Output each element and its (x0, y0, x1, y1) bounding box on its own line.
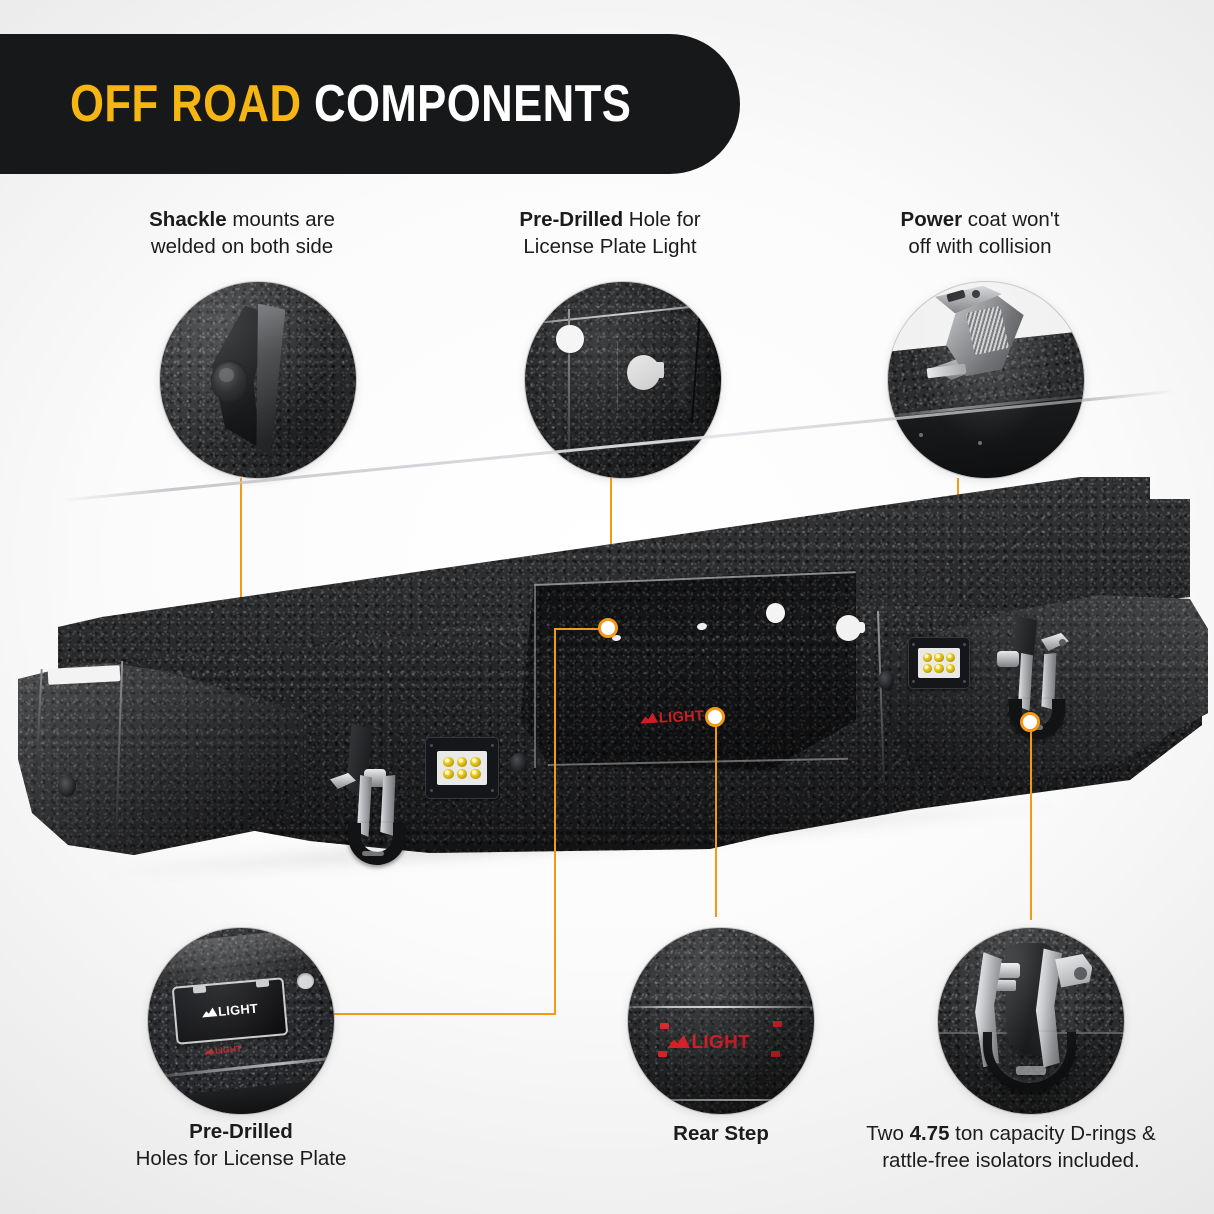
caption-power-coat: Power coat won't off with collision (830, 206, 1130, 260)
caption-shackle-mounts: Shackle mounts are welded on both side (92, 206, 392, 260)
callout-image-license-plate-holes: LIGHT LIGHT (148, 928, 334, 1114)
title-rest: COMPONENTS (314, 75, 632, 133)
connector-line-plate-holes-h (330, 1013, 556, 1015)
header-banner: OFF ROAD COMPONENTS (0, 34, 740, 174)
led-light-pod-left (425, 737, 499, 799)
led-light-pod-right (908, 637, 970, 689)
page-title: OFF ROAD COMPONENTS (70, 78, 631, 130)
caption-plate-holes-bold: Pre-Drilled (189, 1120, 293, 1143)
connector-line-plate-light (610, 478, 612, 588)
caption-plate-light-line2: License Plate Light (523, 235, 697, 259)
caption-rear-step-bold: Rear Step (673, 1122, 769, 1145)
callout-image-plate-light-hole (525, 282, 721, 478)
connector-dot-plate-holes (598, 618, 618, 638)
caption-plate-light-rest: Hole for (623, 208, 701, 231)
caption-power-rest: coat won't (962, 208, 1060, 231)
caption-d-rings-prefix: Two (866, 1122, 910, 1145)
callout-image-power-coat (888, 282, 1084, 478)
caption-power-bold: Power (900, 208, 963, 231)
connector-line-d-rings (1030, 728, 1032, 920)
nilight-mark-icon (640, 712, 658, 723)
nilight-wordmark: LIGHT (658, 708, 705, 727)
caption-plate-holes-line2: Holes for License Plate (135, 1147, 347, 1171)
callout-image-rear-step: LIGHT (628, 928, 814, 1114)
caption-rear-step: Rear Step (601, 1120, 841, 1147)
connector-line-plate-holes-h2 (554, 628, 606, 630)
caption-shackle-bold: Shackle (149, 208, 227, 231)
caption-d-rings-bold: 4.75 (909, 1122, 950, 1145)
caption-d-rings-line2: rattle-free isolators included. (882, 1149, 1140, 1173)
caption-power-line2: off with collision (908, 235, 1052, 259)
caption-plate-light-bold: Pre-Drilled (519, 208, 624, 231)
caption-plate-light: Pre-Drilled Hole for License Plate Light (460, 206, 760, 260)
led-face-right (917, 648, 961, 678)
caption-d-rings: Two 4.75 ton capacity D-rings & rattle-f… (846, 1120, 1176, 1174)
connector-dot-rear-step (705, 707, 725, 727)
d-ring-shackle-left (318, 723, 418, 865)
caption-license-plate-holes: Pre-Drilled Holes for License Plate (61, 1118, 421, 1172)
caption-shackle-line2: welded on both side (150, 235, 334, 259)
callout-image-shackle-mounts (160, 282, 356, 478)
connector-dot-d-rings (1020, 712, 1040, 732)
caption-shackle-rest: mounts are (226, 208, 335, 231)
caption-d-rings-rest: ton capacity D-rings & (949, 1122, 1156, 1145)
connector-line-rear-step (715, 722, 717, 917)
title-highlight: OFF ROAD (70, 75, 302, 133)
product-image-rear-bumper: LIGHT (0, 389, 1214, 905)
callout-image-d-rings (938, 928, 1124, 1114)
led-face-left (436, 750, 488, 786)
nilight-wordmark-step: LIGHT (691, 1032, 750, 1053)
connector-line-plate-holes-v (554, 628, 556, 1015)
brand-logo-rear-step: LIGHT (667, 1028, 750, 1054)
brand-logo-step: LIGHT (640, 705, 705, 728)
